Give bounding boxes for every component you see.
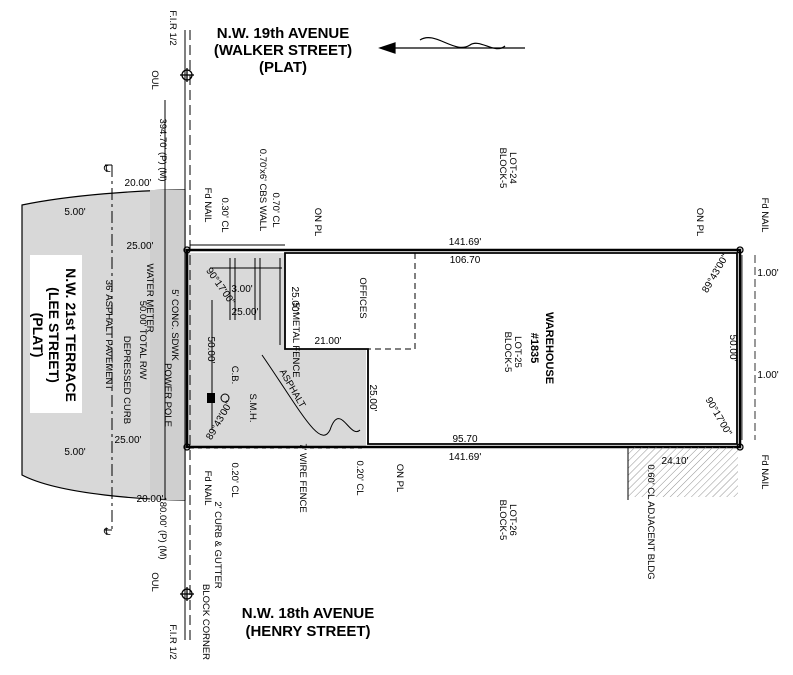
dim-14169-bot: 141.69'	[449, 452, 482, 463]
warehouse-label: WAREHOUSE	[543, 312, 555, 384]
on-pl-ne-label: ON PL	[694, 208, 705, 237]
north-street-note: (PLAT)	[259, 59, 307, 76]
metal-fence-label: 5' METAL FENCE	[290, 302, 301, 377]
fd-nail-ne-label: Fd NAIL	[759, 198, 770, 233]
dim-10670: 106.70	[450, 255, 481, 266]
dim-25-bot: 25.00'	[115, 435, 142, 446]
fd-nail-se-label: Fd NAIL	[759, 455, 770, 490]
pm-north-label: 394.70' (P) (M)	[157, 118, 168, 181]
south-street-alt: (HENRY STREET)	[245, 623, 370, 640]
lot-26: LOT-26	[507, 504, 518, 536]
offices-label: OFFICES	[357, 277, 368, 318]
block-25: BLOCK-5	[502, 332, 513, 373]
warehouse-number: #1835	[528, 333, 540, 364]
cl-020a-label: 0.20' CL	[229, 462, 240, 497]
south-street-name: N.W. 18th AVENUE	[242, 605, 375, 622]
east-boundary-hatch	[741, 255, 756, 440]
west-street-name: N.W. 21st TERRACE	[63, 268, 79, 402]
survey-monuments	[180, 68, 744, 601]
dim-2500-h: 25.00'	[232, 307, 259, 318]
fd-nail-sw-label: Fd NAIL	[202, 471, 213, 506]
water-meter-label: WATER METER	[144, 263, 155, 332]
dim-5-bot: 5.00'	[64, 447, 85, 458]
dim-5000-w: 50.00'	[205, 337, 216, 364]
warehouse-building	[284, 252, 738, 445]
depressed-curb-label: DEPRESSED CURB	[121, 336, 132, 424]
centerline-top-icon: ℄	[103, 164, 111, 175]
adjacent-building	[627, 447, 738, 500]
north-street-name: N.W. 19th AVENUE	[217, 25, 350, 42]
adjacent-bldg-label: 0.60' CL ADJACENT BLDG	[645, 464, 656, 579]
oul-south-label: OUL	[149, 572, 160, 592]
catch-basin-icon	[207, 393, 215, 403]
power-pole-label: POWER POLE	[162, 363, 173, 427]
dim-300: 3.00'	[231, 284, 252, 295]
north-street-alt: (WALKER STREET)	[214, 42, 352, 59]
fence-lines	[190, 244, 361, 436]
pm-south-label: 180.00' (P) (M)	[157, 496, 168, 559]
road-lines	[105, 30, 191, 640]
dim-2100: 21.00'	[315, 336, 342, 347]
on-pl-south-label: ON PL	[394, 464, 405, 493]
dim-20-bot: 20.00'	[137, 494, 164, 505]
dim-5000-e: 50.00'	[727, 335, 738, 362]
west-street-alt: (LEE STREET)	[46, 287, 62, 383]
conc-sdwk-label: 5' CONC. SDWK	[169, 289, 180, 361]
dim-14169-top: 141.69'	[449, 237, 482, 248]
block-corner-label: BLOCK CORNER	[200, 584, 211, 660]
on-pl-north-label: ON PL	[312, 208, 323, 237]
cl-030-label: 0.30' CL	[219, 197, 230, 232]
asphalt-pavement-label: 36' ASPHALT PAVEMENT	[103, 280, 114, 391]
curb-gutter-label: 2' CURB & GUTTER	[212, 501, 223, 588]
dim-100-top: 1.00'	[757, 268, 778, 279]
cb-label: C.B.	[229, 366, 240, 384]
manhole-icon	[220, 393, 230, 403]
dim-2500-v: 25.00'	[289, 287, 300, 314]
wire-fence-label: 7' WIRE FENCE	[297, 443, 308, 512]
north-arrow-icon	[378, 37, 525, 54]
cl-020b-label: 0.20' CL	[354, 460, 365, 495]
fd-nail-nw-label: Fd NAIL	[202, 188, 213, 223]
dim-100-bot: 1.00'	[757, 370, 778, 381]
dim-25-top: 25.00'	[127, 241, 154, 252]
total-rw-label: 50.00' TOTAL R/W	[137, 301, 148, 380]
dim-9570: 95.70	[452, 434, 477, 445]
property-boundary	[185, 248, 742, 449]
block-24: BLOCK-5	[497, 148, 508, 189]
oul-north-label: OUL	[149, 70, 160, 90]
lot-24: LOT-24	[507, 152, 518, 184]
cl-070-label: 0.70' CL	[270, 192, 281, 227]
block-26: BLOCK-5	[497, 500, 508, 541]
dim-5-top: 5.00'	[64, 207, 85, 218]
centerline-bottom-icon: ℄	[103, 527, 111, 538]
dim-2410: 24.10'	[662, 456, 689, 467]
fir-south-label: F.I.R 1/2	[167, 624, 178, 659]
lot-25: LOT-25	[512, 336, 523, 368]
west-street-note: (PLAT)	[30, 313, 46, 358]
smh-label: S.M.H.	[247, 393, 258, 422]
cbs-wall-label: 0.70'x6' CBS WALL	[257, 149, 268, 231]
dim-20-top: 20.00'	[125, 178, 152, 189]
west-street-label-box: N.W. 21st TERRACE (LEE STREET) (PLAT)	[30, 255, 82, 413]
dim-2500-vb: 25.00'	[367, 385, 378, 412]
fir-north-label: F.I.R 1/2	[167, 10, 178, 45]
